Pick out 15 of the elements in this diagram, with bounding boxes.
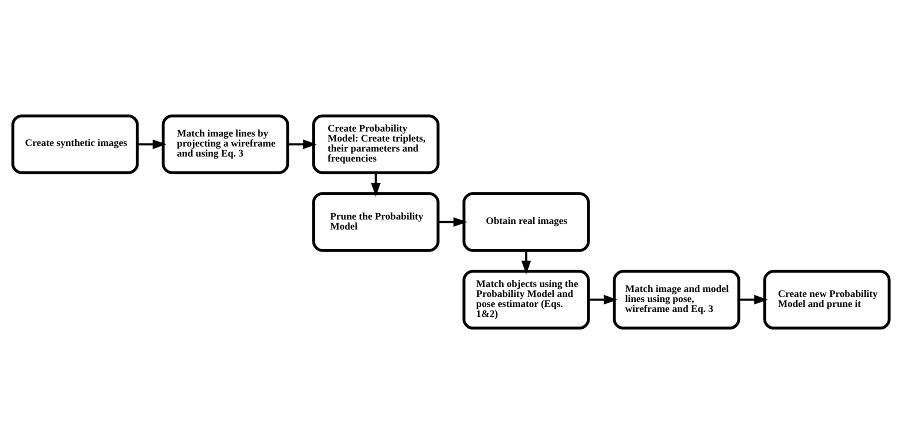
arrow [588, 294, 618, 304]
arrow [137, 139, 166, 149]
node-box: Create synthetic images [11, 114, 139, 174]
arrow [738, 294, 768, 304]
node-box: Match objects using the Probability Model and pose estimator (Eqs. 1&2) [462, 269, 590, 330]
arrow [438, 216, 468, 226]
node-box: Obtain real images [462, 192, 590, 252]
arrow [288, 139, 317, 149]
node-box: Prune the Probability Model [312, 192, 440, 252]
arrow [371, 172, 381, 196]
node-box: Match image lines by projecting a wireframe and using Eq. 3 [162, 114, 290, 174]
node-box: Match image and model lines using pose, wireframe and Eq. 3 [612, 269, 740, 330]
node-box: Create Probability Model: Create triplets, their parameters and frequencies [312, 114, 440, 174]
node-box: Create new Probability Model and prune it [763, 269, 891, 330]
arrow [521, 250, 531, 274]
